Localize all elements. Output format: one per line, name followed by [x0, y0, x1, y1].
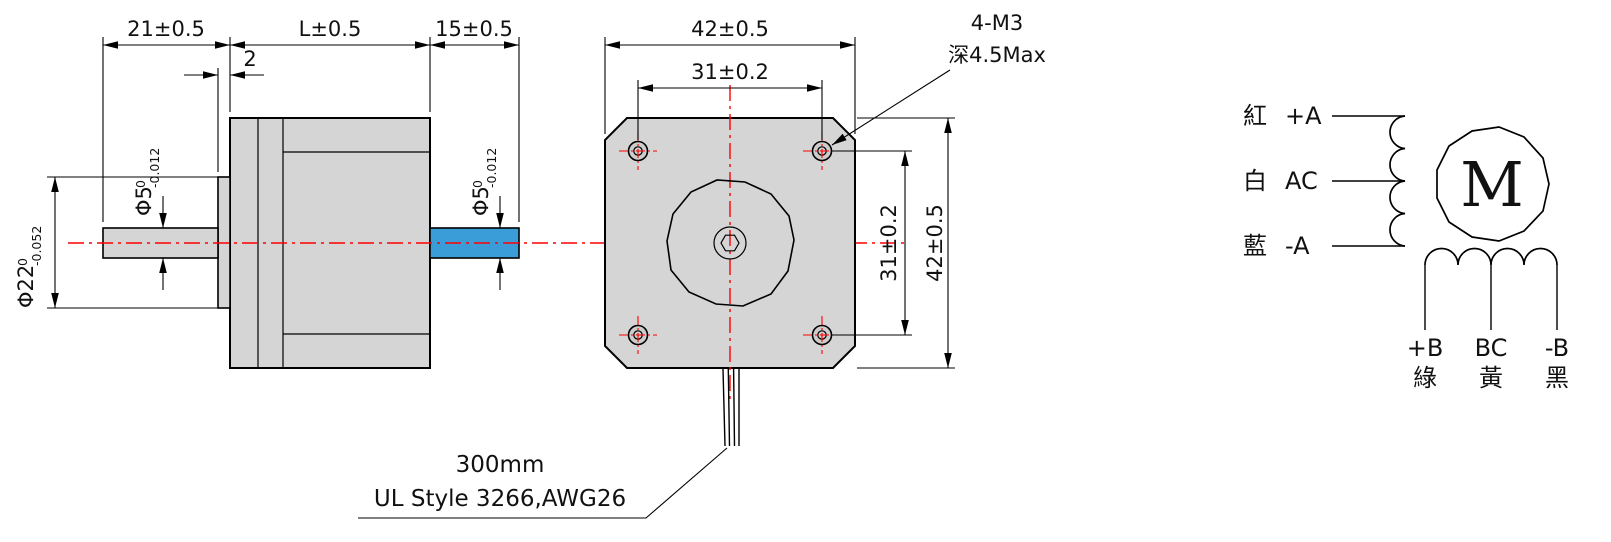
thread-callout-line1: 4-M3 — [971, 11, 1023, 35]
phase-b-winding — [1424, 247, 1558, 266]
thread-callout-leader — [831, 69, 951, 146]
side-view: 21±0.5 L±0.5 15±0.5 2 Φ5 0 -0.012 — [14, 17, 520, 369]
dim-height-label: 42±0.5 — [923, 204, 947, 282]
dim-boss-depth-label: 2 — [243, 47, 256, 71]
lead-wire-note: 300mm UL Style 3266,AWG26 — [358, 447, 728, 519]
thread-callout: 4-M3 深4.5Max — [831, 11, 1046, 146]
boss-dia-tol-lower: -0.052 — [29, 226, 44, 266]
dim-hole-spacing-h-label: 31±0.2 — [691, 60, 769, 84]
lead-wire-note-leader — [358, 447, 728, 519]
shaft-left-dia-dimension: Φ5 0 -0.012 — [132, 148, 167, 290]
shaft-right-dia-label: Φ5 — [469, 186, 493, 216]
lead-b1-terminal: +B — [1407, 334, 1444, 362]
dim-shaft-left-label: 21±0.5 — [127, 17, 205, 41]
shaft-right-dia-dimension: Φ5 0 -0.012 — [469, 148, 504, 290]
thread-callout-line2: 深4.5Max — [948, 43, 1046, 67]
mounting-hole-bottom-left — [619, 316, 657, 354]
lead-wire-note-line2: UL Style 3266,AWG26 — [374, 486, 626, 512]
boss-depth-dimension: 2 — [184, 47, 264, 172]
lead-b3-color: 黑 — [1545, 364, 1569, 392]
lead-b2-terminal: BC — [1475, 334, 1508, 362]
lead-a3-color: 藍 — [1243, 232, 1267, 260]
boss-dia-label: Φ22 — [14, 265, 38, 308]
phase-a-winding — [1389, 115, 1406, 247]
front-top-dimensions: 42±0.5 31±0.2 — [604, 17, 856, 140]
mounting-hole-bottom-right — [803, 316, 841, 354]
lead-wires — [722, 368, 740, 447]
lead-a2-color: 白 — [1243, 167, 1267, 195]
shaft-left-dia-tol-lower: -0.012 — [147, 148, 162, 188]
side-top-dimensions: 21±0.5 L±0.5 15±0.5 — [102, 17, 520, 222]
lead-wire-note-line1: 300mm — [456, 452, 545, 478]
lead-a2-terminal: AC — [1285, 167, 1318, 195]
boss-dia-dimension: Φ22 0 -0.052 — [14, 176, 218, 309]
boss-dia-tol-upper: 0 — [15, 258, 30, 266]
front-right-dimensions: 31±0.2 42±0.5 — [832, 117, 955, 369]
wiring-diagram: 紅 +A 白 AC 藍 -A M +B BC -B 綠 黃 黑 — [1243, 102, 1569, 392]
lead-b2-color: 黃 — [1479, 364, 1503, 392]
dim-body-length-label: L±0.5 — [299, 17, 362, 41]
shaft-left-dia-label: Φ5 — [132, 186, 156, 216]
shaft-right-dia-tol-upper: 0 — [470, 180, 485, 188]
lead-b3-terminal: -B — [1545, 334, 1569, 362]
pilot-circle — [666, 179, 795, 307]
dim-hole-spacing-v-label: 31±0.2 — [877, 204, 901, 282]
motor-symbol-circle — [1436, 126, 1550, 242]
motor-symbol-label: M — [1460, 148, 1523, 221]
mounting-hole-top-left — [619, 132, 657, 170]
lead-b1-color: 綠 — [1413, 364, 1437, 392]
shaft-right-dia-tol-lower: -0.012 — [484, 148, 499, 188]
shaft-circle — [713, 226, 747, 260]
lead-a1-terminal: +A — [1285, 102, 1322, 130]
lead-a3-terminal: -A — [1285, 232, 1310, 260]
dim-shaft-right-label: 15±0.5 — [435, 17, 513, 41]
shaft-flat-polygon — [720, 234, 740, 252]
shaft-left-dia-tol-upper: 0 — [133, 180, 148, 188]
front-view: 42±0.5 31±0.2 31±0.2 42±0.5 4-M3 深4.5Max — [358, 11, 1046, 519]
dim-width-label: 42±0.5 — [691, 17, 769, 41]
lead-a1-color: 紅 — [1243, 102, 1267, 130]
